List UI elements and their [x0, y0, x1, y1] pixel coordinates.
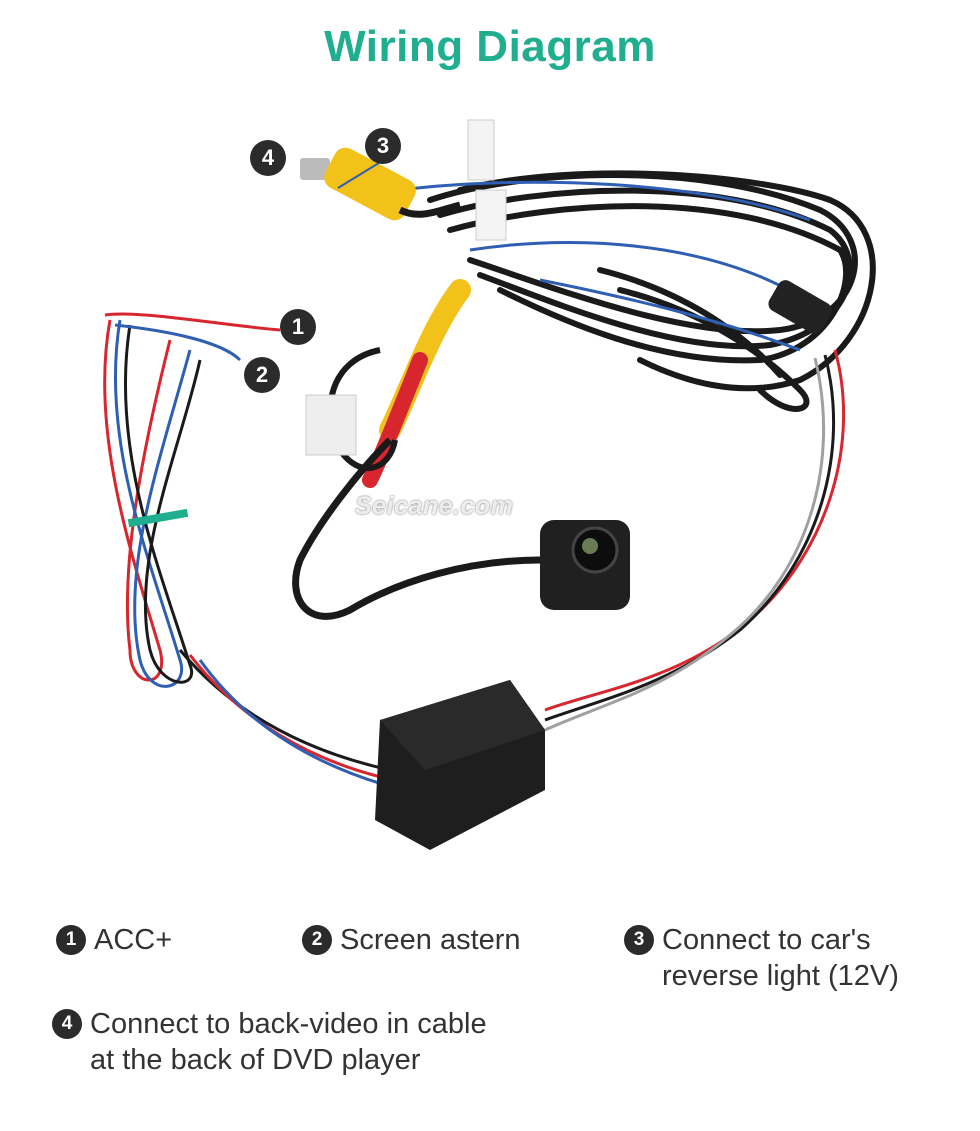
legend-item-3: 3 Connect to car's reverse light (12V) — [624, 922, 899, 994]
legend-item-4: 4 Connect to back-video in cable at the … — [52, 1006, 487, 1078]
callout-badge-3: 3 — [365, 128, 401, 164]
legend-number: 2 — [302, 925, 332, 955]
legend-label-line2: reverse light (12V) — [662, 960, 899, 992]
inline-connector — [768, 280, 832, 334]
legend-label-line2: at the back of DVD player — [90, 1044, 421, 1076]
watermark: Seicane.com — [355, 492, 514, 520]
legend-label: Connect to car's — [662, 924, 871, 956]
page-title: Wiring Diagram — [324, 22, 656, 71]
callout-badge-2: 2 — [244, 357, 280, 393]
callout-badge-1: 1 — [280, 309, 316, 345]
control-box — [375, 680, 545, 850]
wiring-photo — [103, 119, 876, 850]
legend-label: Connect to back-video in cable — [90, 1008, 487, 1040]
legend-number: 4 — [52, 1009, 82, 1039]
main-cable-coil — [427, 170, 876, 412]
legend-label: Screen astern — [340, 924, 521, 956]
legend-number: 3 — [624, 925, 654, 955]
legend-number: 1 — [56, 925, 86, 955]
callout-badge-4: 4 — [250, 140, 286, 176]
left-harness — [103, 312, 391, 786]
legend-item-2: 2 Screen astern — [302, 922, 521, 958]
camera — [540, 520, 630, 610]
rca-plug-top — [300, 147, 461, 221]
legend-label: ACC+ — [94, 924, 173, 956]
legend-item-1: 1 ACC+ — [56, 922, 172, 958]
